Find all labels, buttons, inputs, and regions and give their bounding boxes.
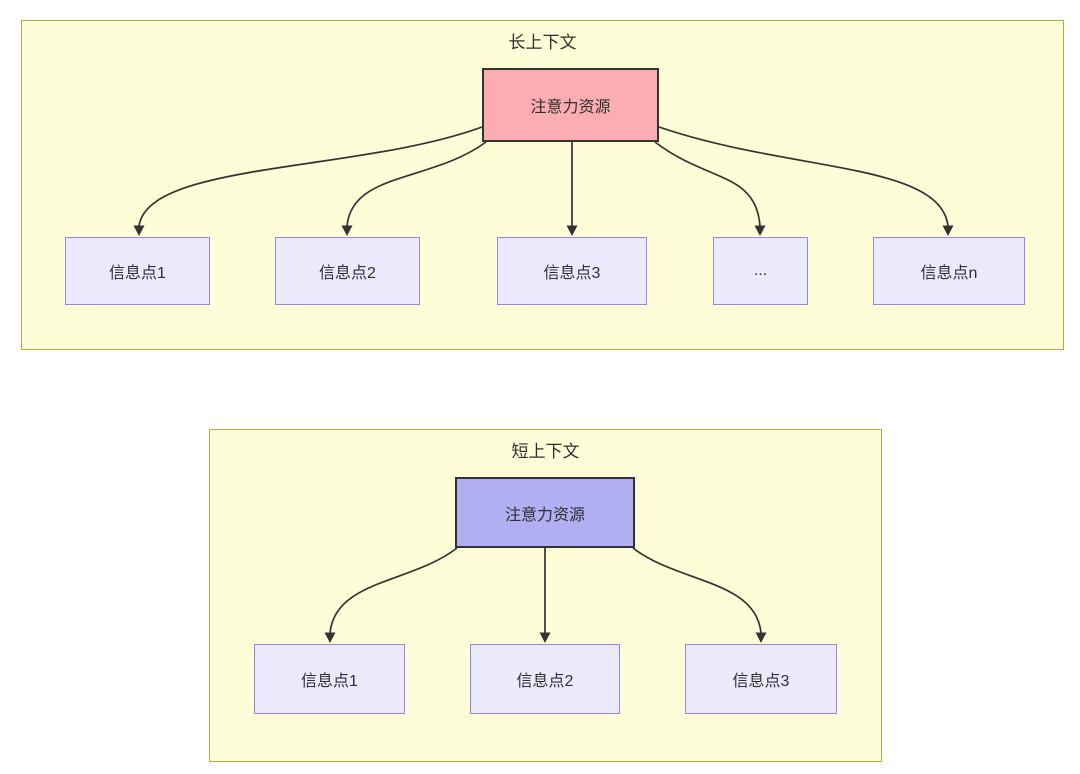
long-info-point-2-label: 信息点2 — [319, 265, 376, 282]
long-info-point-ellipsis: ... — [713, 237, 808, 305]
attention-resource-label-short: 注意力资源 — [504, 506, 585, 524]
long-info-point-ellipsis-label: ... — [753, 262, 768, 279]
short-context-title: 短上下文 — [511, 442, 580, 461]
short-info-point-1: 信息点1 — [254, 644, 405, 714]
attention-resource-node-long: 注意力资源 — [482, 68, 659, 142]
short-info-point-1-label: 信息点1 — [301, 673, 358, 690]
long-context-title: 长上下文 — [508, 33, 577, 52]
short-info-point-3-label: 信息点3 — [732, 673, 790, 690]
long-info-point-3: 信息点3 — [497, 237, 647, 305]
short-info-point-2-label: 信息点2 — [516, 673, 574, 690]
attention-resource-node-short: 注意力资源 — [455, 477, 635, 548]
long-info-point-1: 信息点1 — [65, 237, 210, 305]
attention-resource-label-long: 注意力资源 — [530, 99, 611, 116]
long-info-point-n: 信息点n — [873, 237, 1025, 305]
short-info-point-3: 信息点3 — [685, 644, 837, 714]
long-info-point-n-label: 信息点n — [920, 265, 978, 282]
long-info-point-2: 信息点2 — [275, 237, 420, 305]
long-info-point-1-label: 信息点1 — [109, 265, 166, 282]
short-info-point-2: 信息点2 — [470, 644, 620, 714]
long-info-point-3-label: 信息点3 — [543, 265, 601, 282]
